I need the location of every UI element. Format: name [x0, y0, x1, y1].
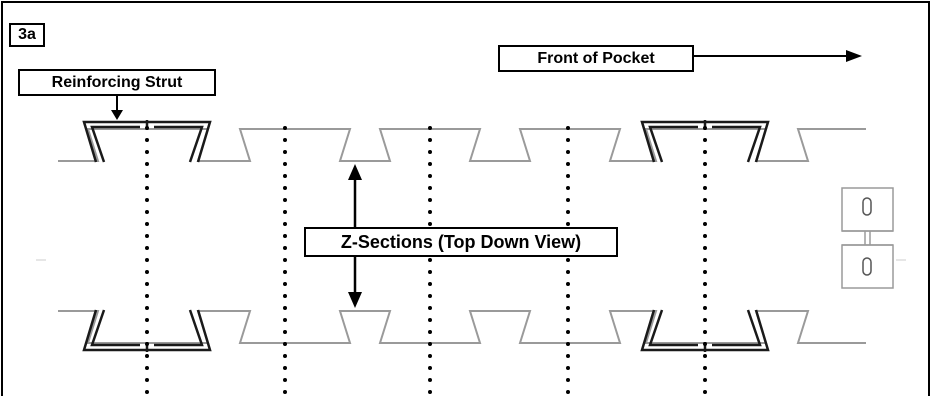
front-of-pocket-label: Front of Pocket [498, 45, 694, 72]
bottom-z-section-profile [58, 310, 866, 344]
front-of-pocket-arrow [694, 50, 862, 62]
reinforcing-strut-label: Reinforcing Strut [18, 69, 216, 96]
reinforcing-strut-bottom-left [82, 309, 212, 352]
side-bracket-view [841, 187, 894, 289]
bracket-slot-top [862, 197, 872, 216]
dotted-center-lines [145, 126, 707, 396]
reinforcing-strut-bottom-right [640, 309, 770, 352]
figure-label: 3a [9, 23, 45, 47]
top-z-section-profile [58, 128, 866, 162]
z-sections-label: Z-Sections (Top Down View) [304, 227, 618, 257]
strut-leader-arrow [111, 96, 123, 120]
reinforcing-strut-top-left [82, 120, 212, 163]
bracket-slot-bottom [862, 257, 872, 276]
